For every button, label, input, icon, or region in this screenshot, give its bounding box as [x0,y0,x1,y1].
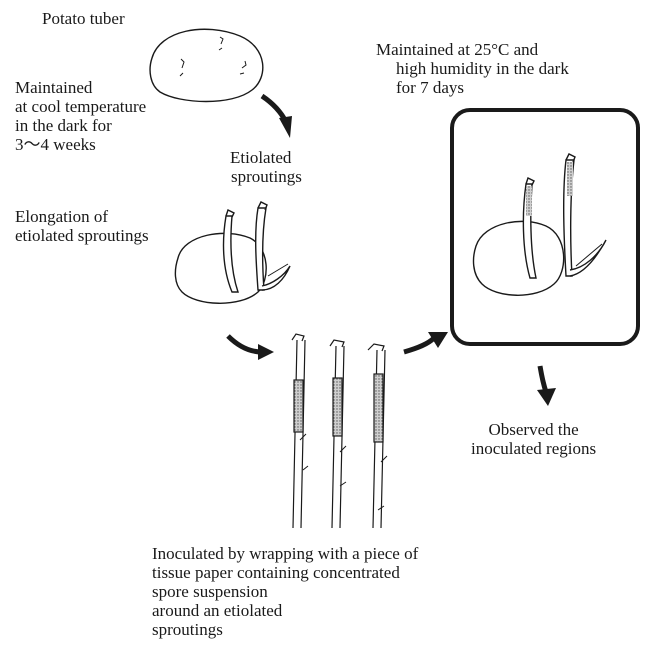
incubation-chamber [452,110,638,344]
arrow-tuber-to-sprouting [262,96,292,138]
cut-sprouting-2 [330,340,346,528]
arrow-to-cut-sproutings [228,336,274,360]
label-observed: Observed the inoculated regions [471,420,596,458]
potato-tuber-illustration [150,29,263,101]
label-inoculation-method: Inoculated by wrapping with a piece of t… [152,544,418,639]
cut-sprouting-1 [292,334,308,528]
arrow-to-observation [537,366,556,406]
cut-sprouting-3 [368,344,387,528]
label-potato-tuber: Potato tuber [42,9,125,28]
label-incubation-conditions: Maintained at 25°C and high humidity in … [376,40,569,97]
label-etiolated-sproutings: Etiolated sproutings [230,148,302,186]
arrow-to-incubation [404,332,448,352]
sprouted-potato-illustration [175,202,290,303]
label-cool-storage: Maintained at cool temperature in the da… [15,78,146,154]
label-elongation: Elongation of etiolated sproutings [15,207,149,245]
